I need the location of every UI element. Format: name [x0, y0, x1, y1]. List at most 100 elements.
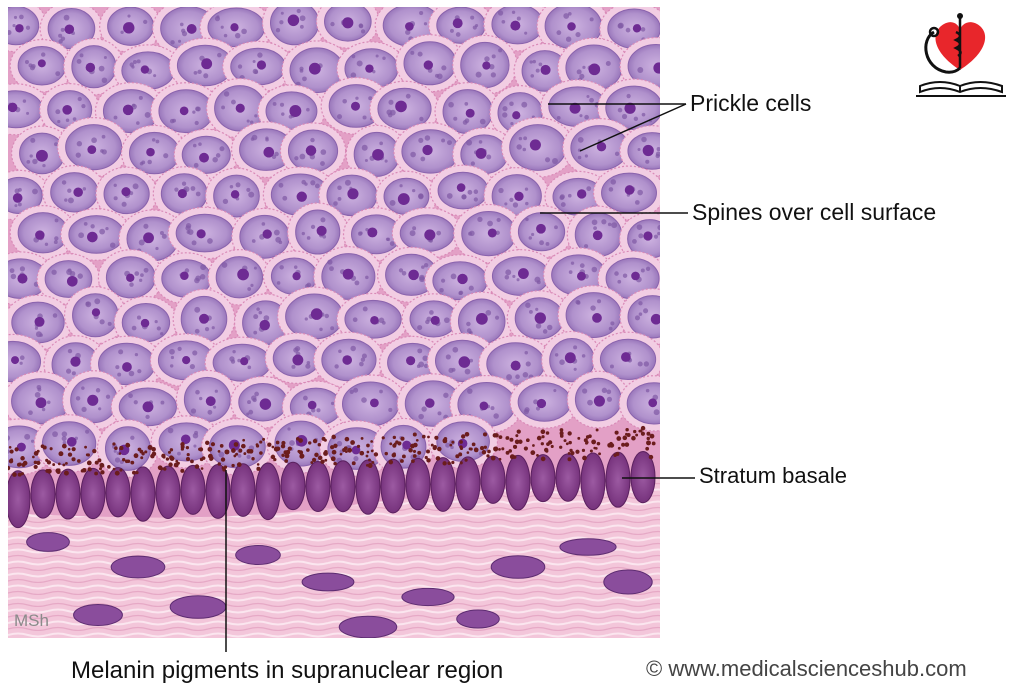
melanin-granule — [359, 450, 365, 456]
melanin-granule — [200, 467, 204, 470]
melanin-granule — [92, 448, 97, 454]
melanin-granule — [464, 431, 470, 437]
basal-cell — [555, 453, 581, 502]
melanin-granule — [280, 444, 286, 449]
melanin-granule — [370, 449, 374, 453]
melanin-granule — [71, 447, 76, 452]
melanin-granule — [52, 463, 56, 466]
melanin-granule — [20, 472, 25, 476]
melanin-granule — [540, 456, 546, 462]
melanin-granule — [284, 459, 289, 463]
basal-cell — [330, 460, 356, 513]
melanin-granule — [49, 447, 53, 451]
melanin-granule — [344, 436, 350, 442]
melanin-granule — [8, 445, 12, 449]
melanin-granule — [443, 436, 448, 441]
basal-cell — [430, 457, 456, 512]
melanin-granule — [168, 462, 173, 467]
melanin-granule — [94, 460, 99, 465]
prickle-cell — [97, 249, 164, 306]
basal-cell — [230, 463, 256, 517]
prickle-cell — [566, 370, 630, 429]
melanin-granule — [400, 436, 405, 441]
fibroblast-nucleus — [73, 604, 123, 626]
basal-cell — [105, 467, 131, 518]
melanin-granule — [259, 451, 263, 455]
melanin-granule — [545, 431, 550, 435]
melanin-granule — [180, 444, 185, 449]
melanin-granule — [459, 440, 463, 444]
melanin-granule — [98, 467, 103, 471]
melanin-granule — [360, 436, 364, 440]
melanin-granule — [559, 445, 563, 449]
stethoscope-icon — [924, 30, 962, 74]
prickle-cell — [175, 369, 239, 430]
melanin-granule — [339, 452, 343, 456]
melanin-granule — [412, 449, 417, 453]
melanin-granule — [159, 466, 163, 471]
melanin-granule — [147, 445, 153, 450]
melanin-granule — [417, 450, 422, 455]
label-melanin: Melanin pigments in supranuclear region — [71, 657, 504, 684]
melanin-granule — [351, 461, 356, 466]
prickle-cell — [9, 38, 75, 93]
melanin-granule — [469, 447, 473, 451]
prickle-cell — [506, 290, 572, 347]
prickle-cell — [483, 249, 558, 304]
melanin-granule — [492, 433, 498, 438]
melanin-granule — [585, 440, 589, 444]
prickle-cell — [167, 206, 242, 260]
melanin-granule — [18, 462, 22, 466]
melanin-granule — [233, 442, 239, 447]
melanin-granule — [14, 447, 19, 452]
melanin-granule — [460, 434, 466, 439]
label-spines: Spines over cell surface — [692, 199, 937, 225]
melanin-granule — [281, 453, 285, 457]
prickle-cell — [313, 331, 385, 389]
melanin-granule — [161, 453, 166, 458]
prickle-cell — [333, 374, 408, 434]
melanin-granule — [505, 436, 510, 440]
melanin-granule — [8, 465, 11, 471]
melanin-granule — [165, 457, 170, 461]
melanin-granule — [81, 467, 87, 473]
melanin-granule — [410, 443, 415, 449]
melanin-granule — [71, 457, 76, 462]
melanin-granule — [501, 447, 505, 451]
melanin-granule — [651, 441, 656, 446]
melanin-granule — [370, 440, 374, 443]
melanin-granule — [498, 447, 501, 451]
melanin-granule — [275, 446, 281, 452]
melanin-granule — [287, 446, 292, 451]
basal-cell — [605, 451, 631, 508]
melanin-granule — [412, 432, 417, 437]
prickle-cell — [200, 418, 274, 476]
melanin-granule — [595, 428, 599, 432]
melanin-granule — [391, 452, 397, 458]
basal-cell — [405, 457, 431, 511]
melanin-granule — [400, 459, 404, 463]
melanin-granule — [366, 443, 370, 448]
melanin-granule — [122, 458, 126, 462]
melanin-granule — [392, 435, 397, 440]
melanin-granule — [449, 443, 453, 447]
melanin-granule — [330, 445, 335, 450]
melanin-granule — [167, 450, 171, 454]
melanin-granule — [86, 460, 92, 466]
melanin-granule — [401, 454, 406, 459]
melanin-granule — [596, 441, 601, 446]
basal-cell — [205, 464, 231, 519]
melanin-granule — [97, 458, 102, 463]
heart-stethoscope-book-logo — [916, 13, 1006, 97]
melanin-granule — [163, 467, 167, 471]
prickle-cell — [592, 165, 660, 221]
melanin-granule — [622, 435, 628, 441]
melanin-granule — [190, 459, 194, 464]
stratum-spinosum — [8, 7, 660, 478]
basal-cell — [280, 461, 306, 511]
melanin-granule — [559, 434, 564, 438]
melanin-granule — [46, 460, 52, 465]
melanin-granule — [415, 438, 419, 442]
melanin-granule — [430, 443, 434, 447]
melanin-granule — [525, 438, 530, 443]
